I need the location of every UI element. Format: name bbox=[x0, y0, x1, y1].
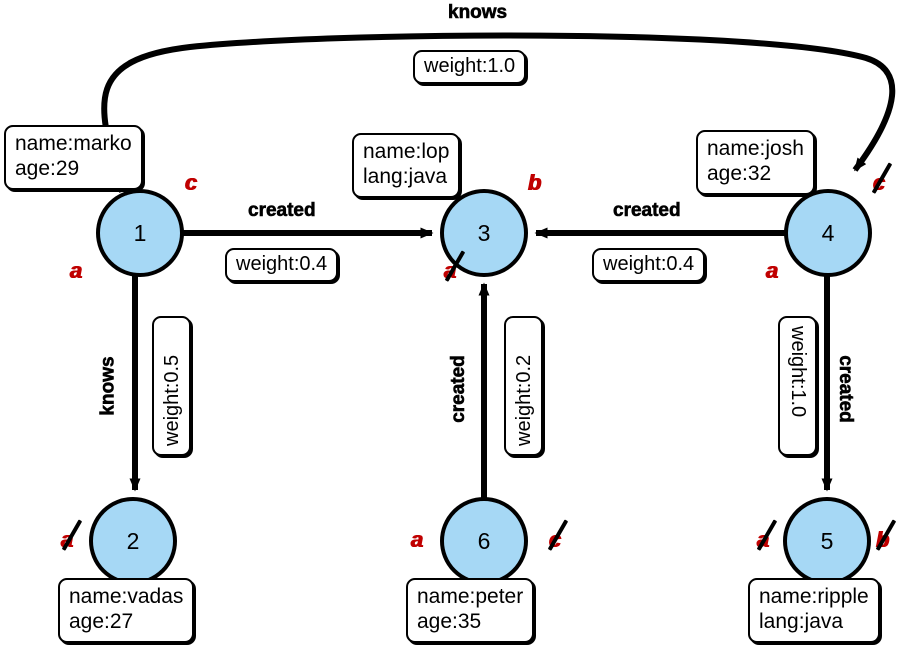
node-5-prop-0: name:ripple bbox=[759, 585, 869, 608]
edge-weight-knows-1-2: weight:0.5 bbox=[152, 316, 191, 456]
node-4-prop-1: age:32 bbox=[707, 161, 772, 185]
edge-weight-created-4-3: weight:0.4 bbox=[592, 248, 706, 282]
edge-weight-created-6-3-text: weight:0.2 bbox=[513, 354, 535, 446]
node-4-prop-0: name:josh bbox=[707, 137, 804, 160]
node-5-id: 5 bbox=[820, 528, 834, 554]
mark-node-4-a: a bbox=[766, 258, 779, 283]
node-2-prop-1: age:27 bbox=[69, 609, 134, 633]
node-3-properties: name:lop lang:java bbox=[352, 133, 461, 198]
edge-label-created-4-3: created bbox=[613, 200, 681, 222]
node-4-circle[interactable] bbox=[784, 189, 872, 277]
node-3-prop-1: lang:java bbox=[363, 164, 448, 188]
node-3-id: 3 bbox=[477, 220, 491, 246]
node-1-properties: name:marko age:29 bbox=[4, 125, 143, 190]
mark-node-1-c: c bbox=[185, 170, 198, 195]
edge-weight-created-4-5-text: weight:1.0 bbox=[787, 326, 809, 418]
node-1-prop-1: age:29 bbox=[15, 156, 80, 180]
edge-label-created-6-3: created bbox=[447, 355, 470, 423]
edge-label-created-1-3: created bbox=[248, 200, 316, 222]
node-6-prop-1: age:35 bbox=[417, 609, 482, 633]
edge-label-knows-1-4: knows bbox=[448, 2, 508, 24]
node-5-prop-1: lang:java bbox=[759, 609, 844, 633]
node-2-prop-0: name:vadas bbox=[69, 585, 184, 608]
edge-weight-created-1-3: weight:0.4 bbox=[225, 248, 339, 282]
edge-weight-created-6-3: weight:0.2 bbox=[504, 316, 543, 456]
mark-node-3-b: b bbox=[528, 170, 542, 195]
mark-node-1-a: a bbox=[70, 258, 83, 283]
edge-label-knows-1-2: knows bbox=[97, 356, 119, 416]
node-4-id: 4 bbox=[821, 220, 835, 246]
edge-weight-created-4-5: weight:1.0 bbox=[778, 316, 817, 456]
node-1-circle[interactable] bbox=[96, 189, 184, 277]
edge-knows-1-4 bbox=[101, 32, 896, 193]
node-2-properties: name:vadas age:27 bbox=[58, 578, 195, 643]
node-6-properties: name:peter age:35 bbox=[406, 578, 535, 643]
node-2-id: 2 bbox=[126, 528, 140, 554]
edge-weight-knows-1-4: weight:1.0 bbox=[413, 50, 527, 84]
node-6-id: 6 bbox=[477, 528, 491, 554]
node-1-prop-0: name:marko bbox=[15, 132, 132, 155]
node-4-properties: name:josh age:32 bbox=[696, 130, 815, 195]
node-6-prop-0: name:peter bbox=[417, 585, 524, 608]
node-3-prop-0: name:lop bbox=[363, 140, 450, 163]
mark-node-6-a: a bbox=[411, 527, 424, 552]
edge-label-created-4-5: created bbox=[834, 355, 857, 423]
edge-weight-knows-1-2-text: weight:0.5 bbox=[161, 354, 183, 446]
node-1-id: 1 bbox=[133, 220, 147, 246]
node-5-properties: name:ripple lang:java bbox=[748, 578, 880, 643]
